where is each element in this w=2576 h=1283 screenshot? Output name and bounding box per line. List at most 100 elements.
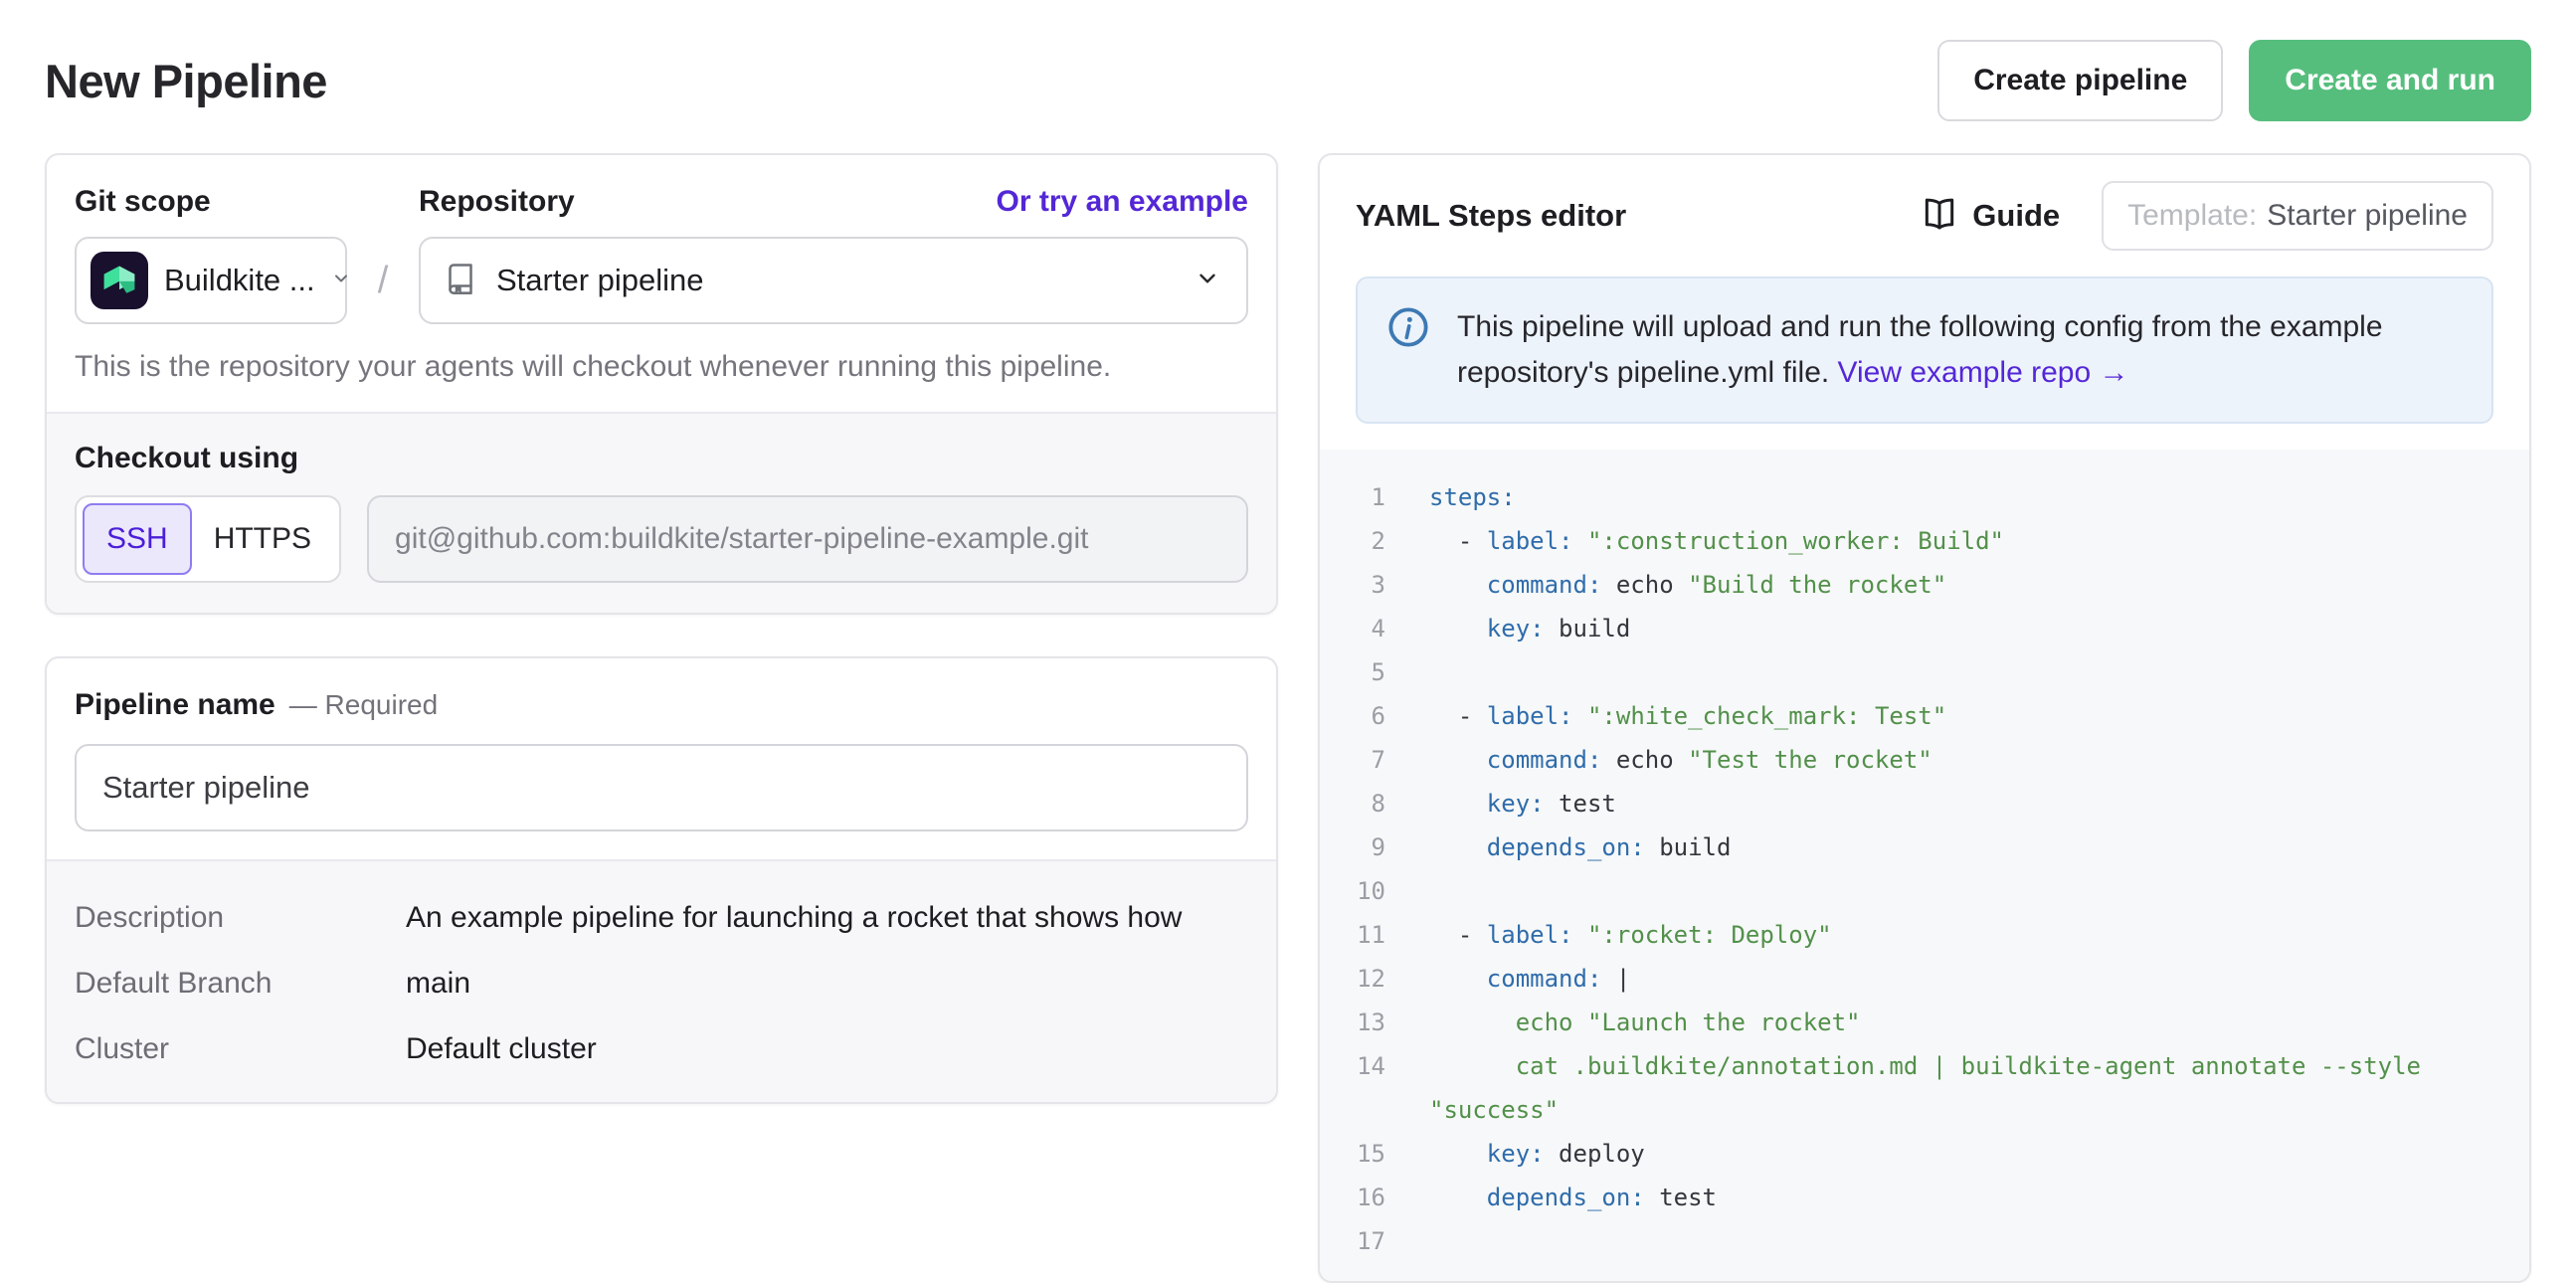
checkout-protocol-toggle: SSH HTTPS	[75, 495, 342, 583]
repository-helper-text: This is the repository your agents will …	[75, 350, 1112, 383]
repository-value: Starter pipeline	[496, 263, 704, 297]
meta-row-default-branch: Default Branch main	[75, 967, 1248, 1001]
line-number: 11	[1357, 921, 1385, 949]
line-number: 7	[1371, 746, 1385, 774]
code-line: 17	[1320, 1219, 2529, 1263]
view-example-repo-link[interactable]: View example repo →	[1837, 356, 2129, 389]
chevron-down-icon	[1195, 266, 1220, 296]
git-scope-label: Git scope	[75, 185, 211, 218]
meta-row-description: Description An example pipeline for laun…	[75, 901, 1248, 935]
git-scope-select[interactable]: Buildkite ...	[75, 237, 347, 324]
line-number: 8	[1371, 790, 1385, 818]
code-lines: 1 steps: 2 - label: ":construction_worker:…	[1320, 475, 2529, 1263]
main-content: Git scope Repository Or try an example	[0, 135, 2576, 1283]
code-text[interactable]	[1429, 1219, 2503, 1263]
pipeline-name-label: Pipeline name	[75, 688, 276, 721]
line-number: 16	[1357, 1184, 1385, 1211]
info-icon	[1385, 304, 1431, 396]
guide-label: Guide	[1972, 198, 2061, 233]
buildkite-logo-icon	[91, 252, 148, 309]
left-column: Git scope Repository Or try an example	[45, 153, 1278, 1104]
code-text[interactable]: key: build	[1486, 615, 1631, 642]
banner-text: This pipeline will upload and run the fo…	[1457, 310, 2383, 389]
cluster-label: Cluster	[75, 1032, 170, 1065]
code-text[interactable]: command: echo "Test the rocket"	[1486, 746, 1932, 774]
page-title: New Pipeline	[45, 54, 327, 107]
code-text[interactable]: key: test	[1486, 790, 1616, 818]
repo-book-icon	[443, 261, 478, 301]
line-number: 15	[1357, 1140, 1385, 1168]
code-line: 11 - label: ":rocket: Deploy"	[1320, 913, 2529, 957]
code-line: 2 - label: ":construction_worker: Build"	[1320, 519, 2529, 563]
repository-label: Repository	[419, 185, 575, 218]
line-number: 17	[1357, 1227, 1385, 1255]
meta-row-cluster: Cluster Default cluster	[75, 1032, 1248, 1066]
code-text[interactable]: cat .buildkite/annotation.md | buildkite…	[1429, 1052, 2436, 1124]
yaml-editor-title: YAML Steps editor	[1356, 198, 1627, 233]
code-text[interactable]: - label: ":construction_worker: Build"	[1429, 527, 2004, 555]
header-actions: Create pipeline Create and run	[1937, 40, 2531, 121]
code-line: 13 echo "Launch the rocket"	[1320, 1001, 2529, 1044]
yaml-editor-card: YAML Steps editor Guide Template: Starte…	[1318, 153, 2531, 1283]
line-number: 5	[1371, 658, 1385, 686]
code-line: 8 key: test	[1320, 782, 2529, 825]
pipeline-meta-section: Description An example pipeline for laun…	[47, 859, 1276, 1102]
line-number: 9	[1371, 833, 1385, 861]
ssh-toggle-option[interactable]: SSH	[83, 503, 192, 575]
code-text[interactable]: key: deploy	[1486, 1140, 1645, 1168]
code-text[interactable]	[1429, 650, 2503, 694]
code-text[interactable]: depends_on: build	[1486, 833, 1732, 861]
cluster-value: Default cluster	[406, 1032, 597, 1065]
code-text[interactable]: command: echo "Build the rocket"	[1486, 571, 1947, 599]
code-line: 16 depends_on: test	[1320, 1176, 2529, 1219]
default-branch-label: Default Branch	[75, 967, 273, 1000]
line-number: 6	[1371, 702, 1385, 730]
code-text[interactable]	[1429, 869, 2503, 913]
code-line: 14 cat .buildkite/annotation.md | buildk…	[1320, 1044, 2529, 1132]
code-line: 5	[1320, 650, 2529, 694]
code-line: 4 key: build	[1320, 607, 2529, 650]
open-book-icon	[1921, 195, 1958, 238]
code-line: 9 depends_on: build	[1320, 825, 2529, 869]
code-text[interactable]: steps:	[1429, 483, 1516, 511]
checkout-url-input[interactable]: git@github.com:buildkite/starter-pipelin…	[367, 495, 1248, 583]
template-select[interactable]: Template: Starter pipeline	[2102, 181, 2493, 251]
scope-repo-separator: /	[377, 259, 389, 301]
checkout-using-label: Checkout using	[75, 442, 299, 474]
code-text[interactable]: depends_on: test	[1486, 1184, 1717, 1211]
try-example-link[interactable]: Or try an example	[996, 185, 1248, 218]
default-branch-value: main	[406, 967, 471, 1000]
create-pipeline-button[interactable]: Create pipeline	[1937, 40, 2224, 121]
code-text[interactable]: - label: ":rocket: Deploy"	[1429, 921, 1832, 949]
line-number: 10	[1357, 877, 1385, 905]
pipeline-name-card: Pipeline name — Required Starter pipelin…	[45, 656, 1278, 1104]
description-label: Description	[75, 901, 225, 934]
chevron-down-icon	[331, 269, 351, 293]
pipeline-name-input[interactable]: Starter pipeline	[75, 744, 1248, 831]
line-number: 2	[1371, 527, 1385, 555]
code-text[interactable]: - label: ":white_check_mark: Test"	[1429, 702, 1947, 730]
description-value: An example pipeline for launching a rock…	[406, 901, 1183, 934]
line-number: 14	[1357, 1052, 1385, 1080]
line-number: 4	[1371, 615, 1385, 642]
line-number: 3	[1371, 571, 1385, 599]
info-banner: This pipeline will upload and run the fo…	[1356, 276, 2493, 424]
template-prefix: Template:	[2127, 199, 2258, 232]
guide-button[interactable]: Guide	[1921, 195, 2060, 238]
yaml-code-editor[interactable]: 1 steps: 2 - label: ":construction_worker:…	[1320, 450, 2529, 1281]
code-text[interactable]: command: |	[1486, 965, 1631, 993]
git-scope-value: Buildkite ...	[164, 263, 315, 297]
git-repository-card: Git scope Repository Or try an example	[45, 153, 1278, 615]
code-text[interactable]: echo "Launch the rocket"	[1429, 1008, 1861, 1036]
code-line: 15 key: deploy	[1320, 1132, 2529, 1176]
code-line: 6 - label: ":white_check_mark: Test"	[1320, 694, 2529, 738]
line-number: 13	[1357, 1008, 1385, 1036]
code-line: 1 steps:	[1320, 475, 2529, 519]
template-value: Starter pipeline	[2267, 199, 2468, 232]
code-line: 7 command: echo "Test the rocket"	[1320, 738, 2529, 782]
code-line: 3 command: echo "Build the rocket"	[1320, 563, 2529, 607]
repository-select[interactable]: Starter pipeline	[419, 237, 1248, 324]
https-toggle-option[interactable]: HTTPS	[213, 522, 312, 555]
create-and-run-button[interactable]: Create and run	[2249, 40, 2531, 121]
line-number: 1	[1371, 483, 1385, 511]
